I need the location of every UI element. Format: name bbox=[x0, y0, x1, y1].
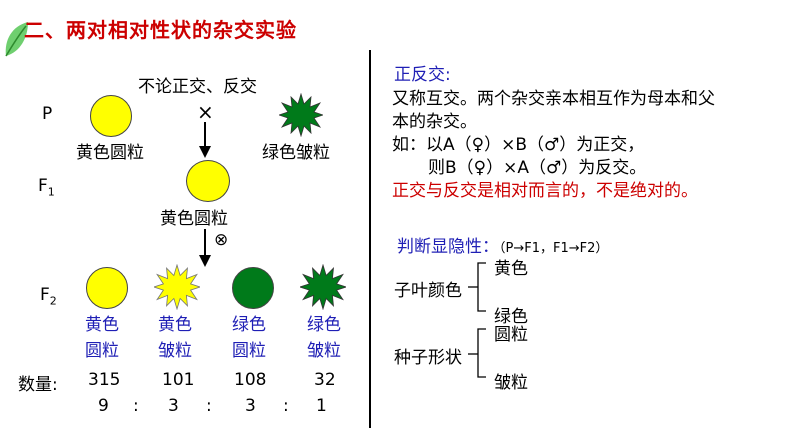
bracket-lines bbox=[468, 262, 486, 378]
trait-value-green: 绿色 bbox=[494, 307, 528, 327]
vertical-divider bbox=[369, 50, 371, 428]
leaf-icon bbox=[5, 22, 28, 57]
ratio-separator: : bbox=[133, 396, 139, 416]
f2-phenotype-label: 黄色 圆粒 bbox=[85, 312, 119, 364]
f2-count: 101 bbox=[162, 370, 195, 390]
f1-offspring-label: 黄色圆粒 bbox=[160, 209, 228, 229]
parent2-label: 绿色皱粒 bbox=[262, 143, 330, 163]
reciprocal-heading: 正反交: bbox=[394, 65, 451, 85]
self-cross-symbol: ⊗ bbox=[214, 230, 229, 250]
f2-phenotype-line2: 圆粒 bbox=[85, 341, 119, 361]
p-label: P bbox=[42, 104, 53, 124]
arrow-down-icon bbox=[199, 122, 211, 158]
trait-seed-shape: 种子形状 bbox=[394, 348, 462, 368]
trait-value-wrinkled: 皱粒 bbox=[494, 373, 528, 393]
f2-phenotype-line2: 圆粒 bbox=[232, 341, 266, 361]
page-title: 二、两对相对性状的杂交实验 bbox=[24, 18, 297, 42]
parent-green-wrinkled-seed bbox=[279, 93, 323, 137]
judge-heading-sub: （P→F1，F1→F2） bbox=[499, 241, 609, 256]
f2-count: 108 bbox=[234, 370, 267, 390]
trait-value-yellow: 黄色 bbox=[494, 259, 528, 279]
ratio-separator: : bbox=[283, 396, 289, 416]
count-label: 数量: bbox=[18, 375, 58, 395]
parent-yellow-round-seed bbox=[90, 95, 132, 137]
f2-green-round-seed bbox=[232, 267, 274, 309]
cross-note: 不论正交、反交 bbox=[138, 77, 257, 97]
cross-symbol: × bbox=[197, 100, 214, 124]
reciprocal-definition-line2: 本的杂交。 bbox=[392, 112, 477, 132]
f2-ratio: 1 bbox=[316, 396, 327, 416]
judge-heading-text: 判断显隐性： bbox=[397, 237, 499, 257]
parent1-label: 黄色圆粒 bbox=[76, 143, 144, 163]
f2-label-sub: 2 bbox=[49, 294, 57, 308]
f2-phenotype-label: 绿色 皱粒 bbox=[307, 312, 341, 364]
f2-phenotype-line1: 黄色 bbox=[85, 315, 119, 335]
f1-label: F1 bbox=[38, 176, 55, 198]
f2-count: 32 bbox=[314, 370, 336, 390]
reciprocal-example-1: 如：以A（♀）×B（♂）为正交， bbox=[392, 135, 645, 155]
reciprocal-note: 正交与反交是相对而言的，不是绝对的。 bbox=[392, 181, 698, 201]
f2-phenotype-label: 黄色 皱粒 bbox=[158, 312, 192, 364]
f2-phenotype-line1: 绿色 bbox=[307, 315, 341, 335]
ratio-separator: : bbox=[206, 396, 212, 416]
f2-yellow-wrinkled-seed bbox=[154, 264, 200, 310]
f2-phenotype-line2: 皱粒 bbox=[158, 341, 192, 361]
f1-yellow-round-seed bbox=[186, 160, 230, 202]
arrow-down-icon bbox=[199, 229, 211, 267]
f2-ratio: 3 bbox=[245, 396, 256, 416]
f2-phenotype-line2: 皱粒 bbox=[307, 341, 341, 361]
f2-ratio: 9 bbox=[98, 396, 109, 416]
f2-phenotype-label: 绿色 圆粒 bbox=[232, 312, 266, 364]
reciprocal-definition-line1: 又称互交。两个杂交亲本相互作为母本和父 bbox=[392, 89, 715, 109]
f2-ratio: 3 bbox=[168, 396, 179, 416]
f2-phenotype-line1: 黄色 bbox=[158, 315, 192, 335]
f2-label-main: F bbox=[40, 285, 50, 305]
trait-value-round: 圆粒 bbox=[494, 325, 528, 345]
f2-count: 315 bbox=[88, 370, 121, 390]
f2-label: F2 bbox=[40, 285, 57, 307]
f2-yellow-round-seed bbox=[86, 267, 128, 309]
f2-phenotype-line1: 绿色 bbox=[232, 315, 266, 335]
judge-dominance-heading: 判断显隐性：（P→F1，F1→F2） bbox=[397, 232, 608, 257]
f1-label-sub: 1 bbox=[47, 185, 55, 199]
reciprocal-example-2: 则B（♀）×A（♂）为反交。 bbox=[428, 158, 647, 178]
f2-green-wrinkled-seed bbox=[300, 264, 346, 310]
f1-label-main: F bbox=[38, 176, 48, 196]
trait-cotyledon-color: 子叶颜色 bbox=[394, 281, 462, 301]
